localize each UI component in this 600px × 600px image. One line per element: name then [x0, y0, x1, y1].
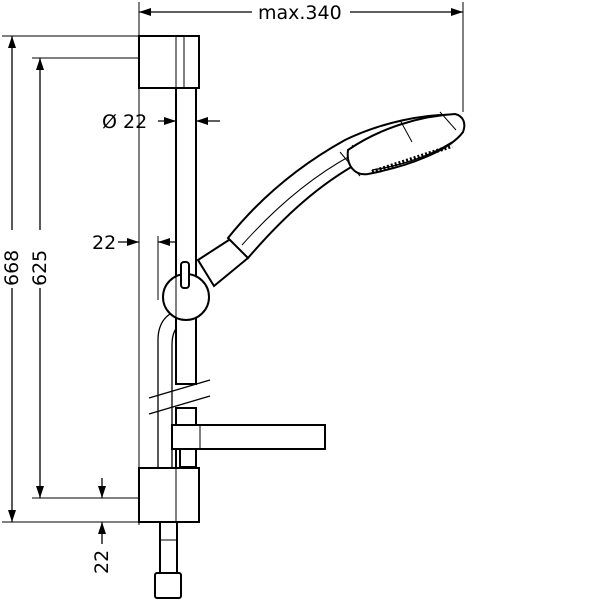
- max-width-label: max.340: [258, 2, 342, 24]
- top-wall-bracket: [138, 35, 200, 89]
- bottom-offset-dimension: 22: [91, 478, 113, 574]
- rail-height-label: 625: [29, 250, 51, 286]
- bottom-offset-label: 22: [91, 550, 113, 574]
- total-height-label: 668: [1, 250, 23, 286]
- hand-shower: [226, 111, 466, 260]
- wall-offset-dimension: 22: [92, 232, 186, 300]
- rail-height-dimension: 625: [29, 57, 139, 499]
- wall-offset-label: 22: [92, 232, 116, 254]
- rod-diameter-label: Ø 22: [102, 111, 147, 133]
- rod-diameter-dimension: Ø 22: [102, 111, 220, 133]
- max-width-dimension: max.340: [138, 2, 464, 112]
- total-height-dimension: 668: [1, 35, 139, 523]
- soap-dish: [171, 424, 326, 468]
- bottom-wall-bracket: [138, 467, 200, 523]
- shower-hose: [154, 311, 184, 599]
